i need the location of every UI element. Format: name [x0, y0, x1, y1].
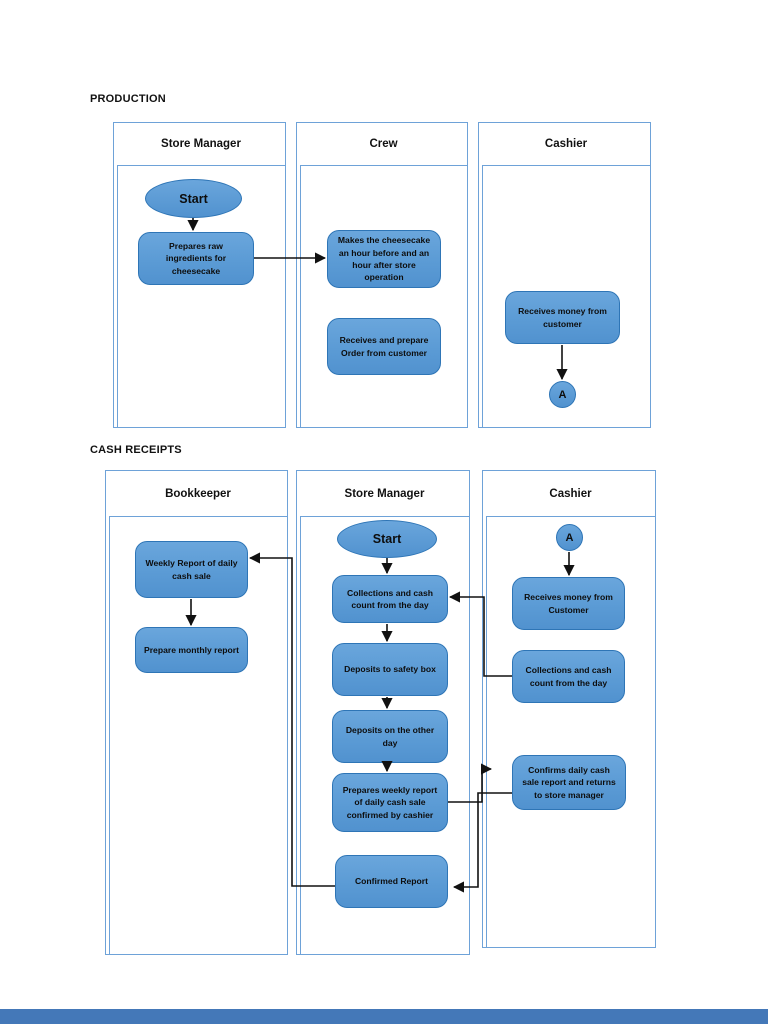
section-title-cash-receipts: CASH RECEIPTS — [90, 444, 182, 456]
lane-header-store-manager: Store Manager — [117, 123, 285, 166]
lane-header-bookkeeper: Bookkeeper — [109, 471, 287, 517]
node-prepares-weekly-report: Prepares weekly report of daily cash sal… — [332, 773, 448, 832]
offpage-connector-a-production: A — [549, 381, 576, 408]
node-collections-store-manager: Collections and cash count from the day — [332, 575, 448, 623]
node-receives-prepare-order: Receives and prepare Order from customer — [327, 318, 441, 375]
lane-header-cash-store-manager: Store Manager — [300, 471, 469, 517]
node-deposits-other-day: Deposits on the other day — [332, 710, 448, 763]
node-prepares-raw-ingredients: Prepares raw ingredients for cheesecake — [138, 232, 254, 285]
page-bottom-bar — [0, 1009, 768, 1024]
node-receives-money-cashier: Receives money from Customer — [512, 577, 625, 630]
lane-header-cashier: Cashier — [482, 123, 650, 166]
start-terminator-cash: Start — [337, 520, 437, 558]
start-terminator-production: Start — [145, 179, 242, 218]
node-collections-cashier: Collections and cash count from the day — [512, 650, 625, 703]
section-title-production: PRODUCTION — [90, 93, 166, 105]
node-deposits-safety-box: Deposits to safety box — [332, 643, 448, 696]
node-receives-money-production: Receives money from customer — [505, 291, 620, 344]
node-prepare-monthly-report: Prepare monthly report — [135, 627, 248, 673]
offpage-connector-a-cash: A — [556, 524, 583, 551]
node-weekly-report: Weekly Report of daily cash sale — [135, 541, 248, 598]
lane-header-cash-cashier: Cashier — [486, 471, 655, 517]
node-makes-cheesecake: Makes the cheesecake an hour before and … — [327, 230, 441, 288]
node-confirms-daily-cash-sale: Confirms daily cash sale report and retu… — [512, 755, 626, 810]
lane-header-crew: Crew — [300, 123, 467, 166]
node-confirmed-report: Confirmed Report — [335, 855, 448, 908]
